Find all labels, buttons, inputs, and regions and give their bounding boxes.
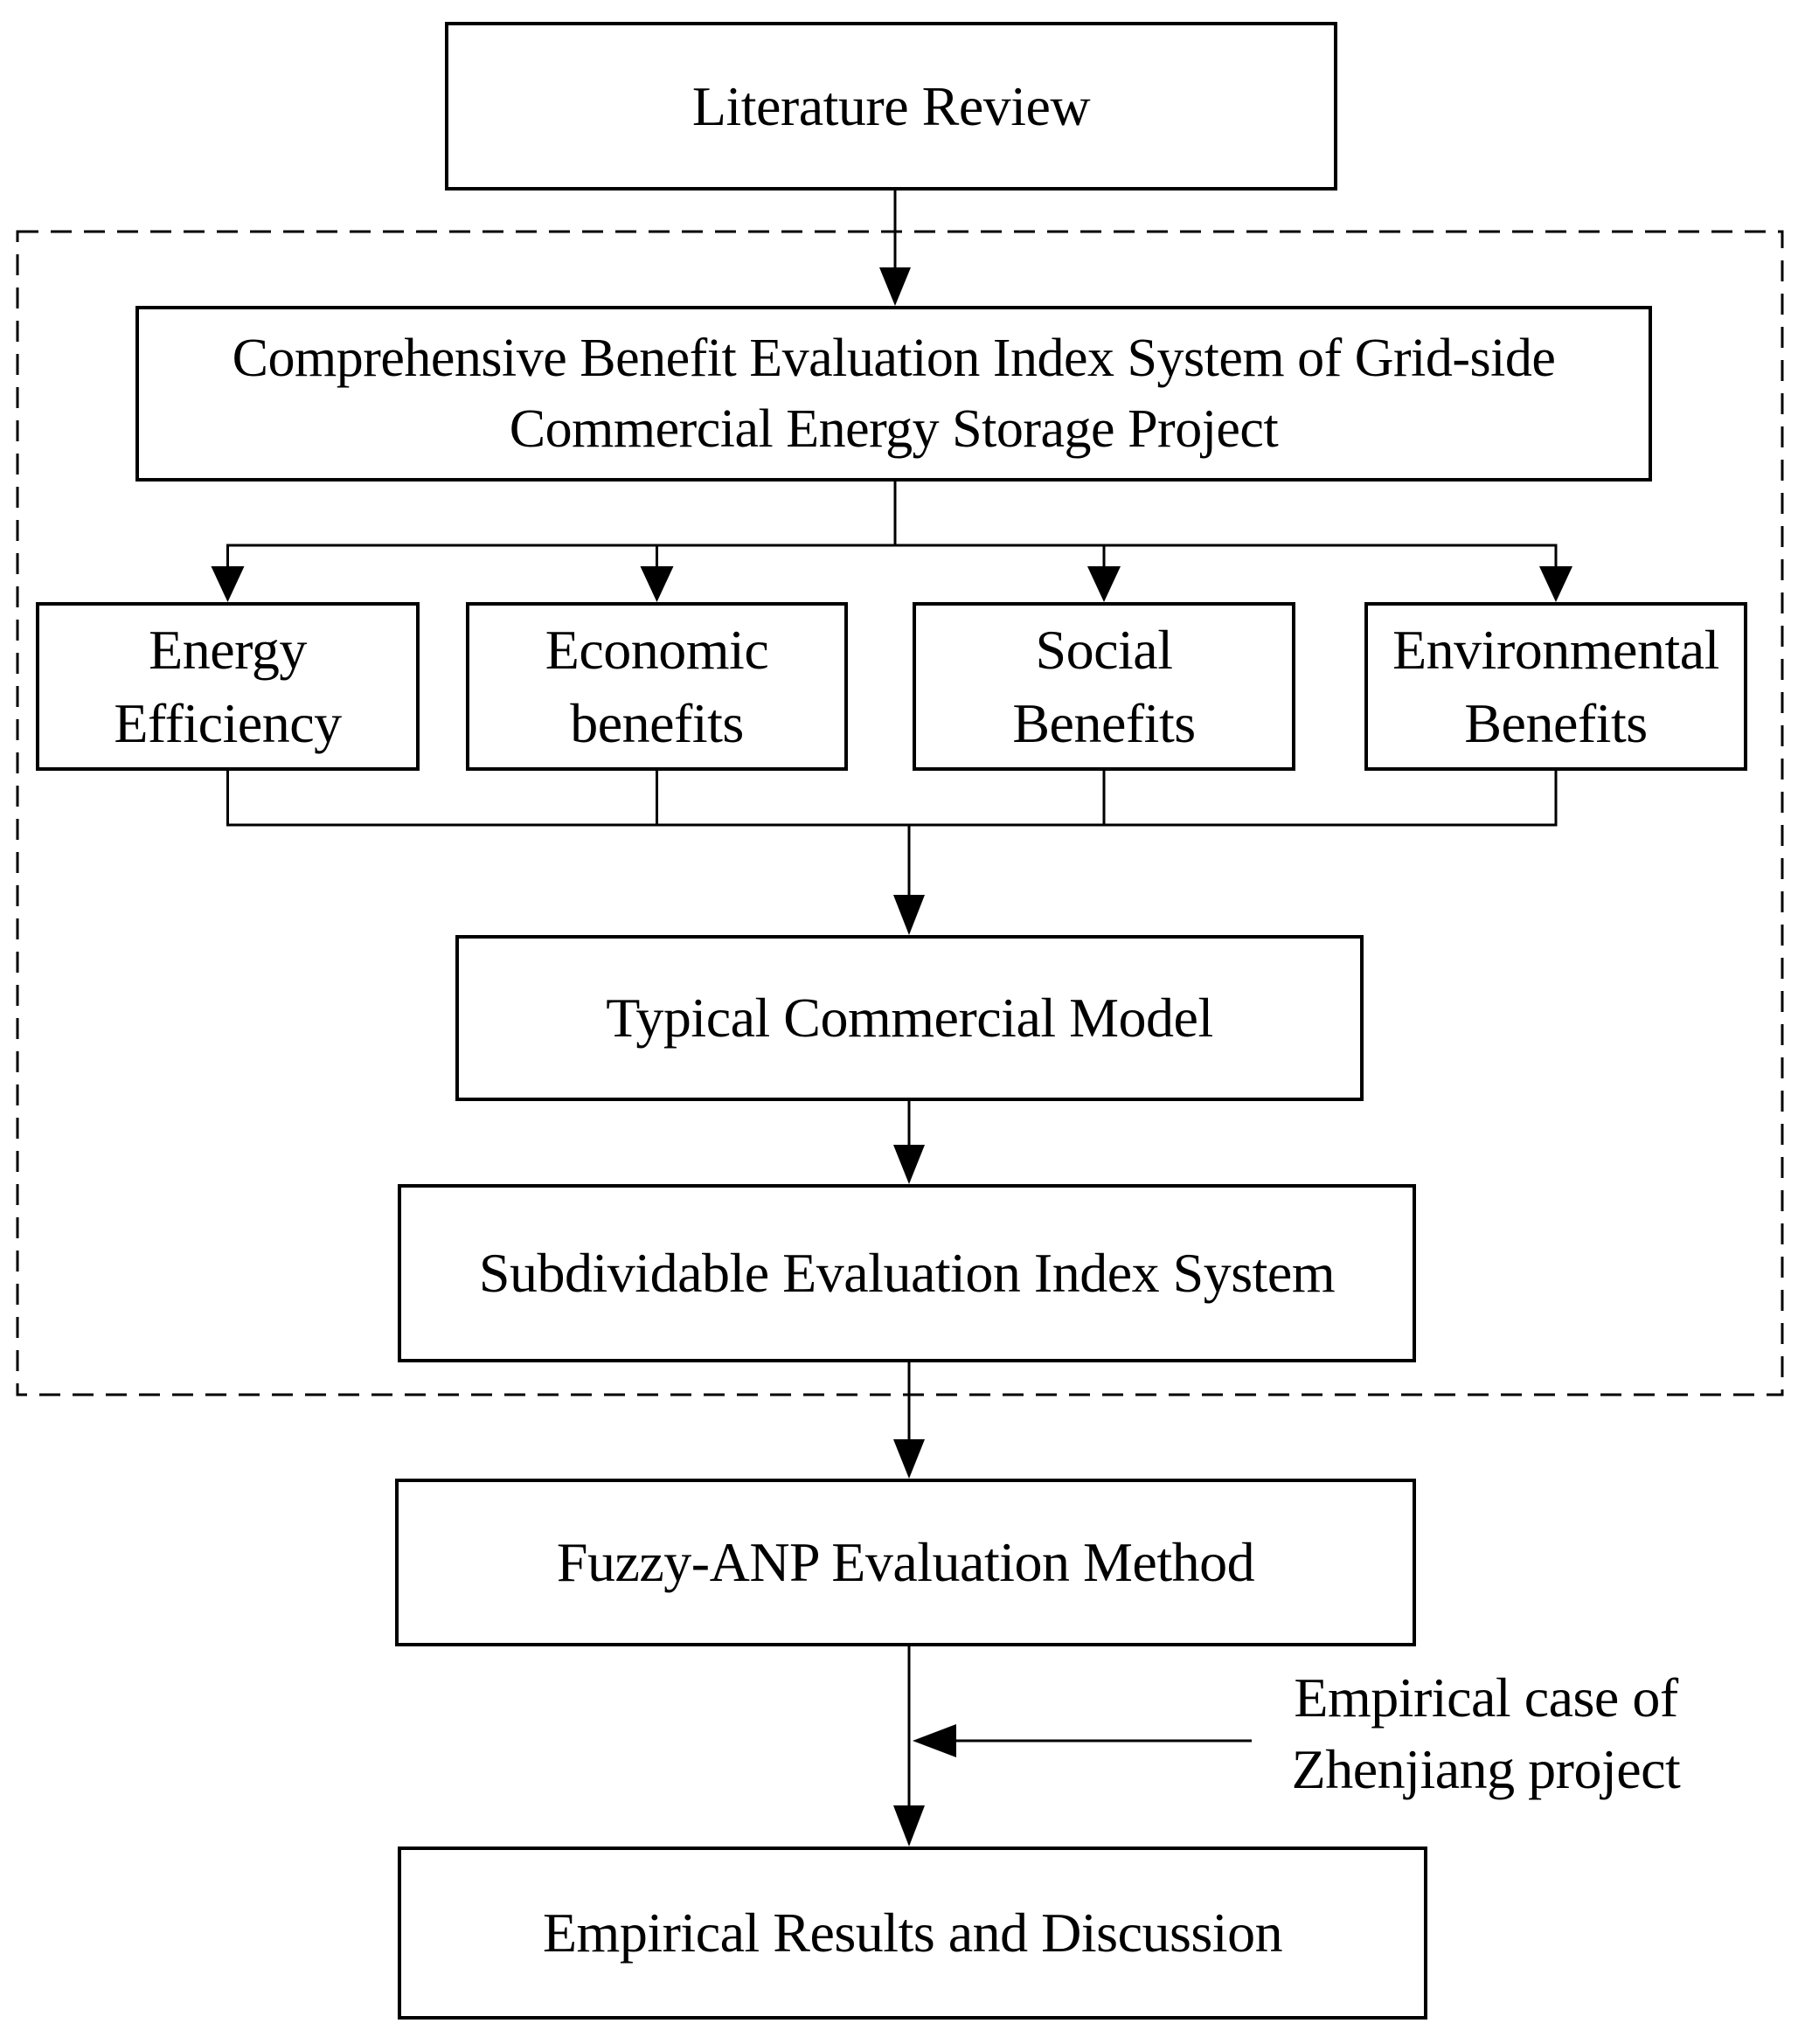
arrowhead-left-icon [913, 1724, 956, 1757]
node-fuzzy-anp-method: Fuzzy-ANP Evaluation Method [395, 1479, 1416, 1646]
arrowhead-down-icon [893, 1805, 925, 1847]
dashed-region-boundary [16, 230, 1784, 1396]
arrowhead-down-icon [1539, 566, 1572, 602]
arrowhead-down-icon [893, 895, 925, 935]
empirical-case-annotation: Empirical case of Zhenjiang project [1291, 1666, 1681, 1800]
arrowhead-down-icon [211, 566, 245, 602]
node-literature-review: Literature Review [445, 22, 1337, 191]
node-social-benefits: Social Benefits [913, 602, 1295, 771]
node-subdividable-index-system: Subdividable Evaluation Index System [398, 1184, 1416, 1362]
arrowhead-down-icon [640, 566, 674, 602]
node-economic-benefits: Economic benefits [466, 602, 848, 771]
arrowhead-down-icon [1087, 566, 1121, 602]
node-empirical-results: Empirical Results and Discussion [398, 1847, 1427, 2020]
node-comprehensive-index-system: Comprehensive Benefit Evaluation Index S… [135, 306, 1652, 482]
node-typical-commercial-model: Typical Commercial Model [455, 935, 1364, 1101]
node-environmental-benefits: Environmental Benefits [1364, 602, 1747, 771]
arrowhead-down-icon [893, 1145, 925, 1184]
node-energy-efficiency: Energy Efficiency [36, 602, 420, 771]
arrowhead-down-icon [893, 1439, 925, 1479]
arrowhead-down-icon [879, 267, 911, 306]
